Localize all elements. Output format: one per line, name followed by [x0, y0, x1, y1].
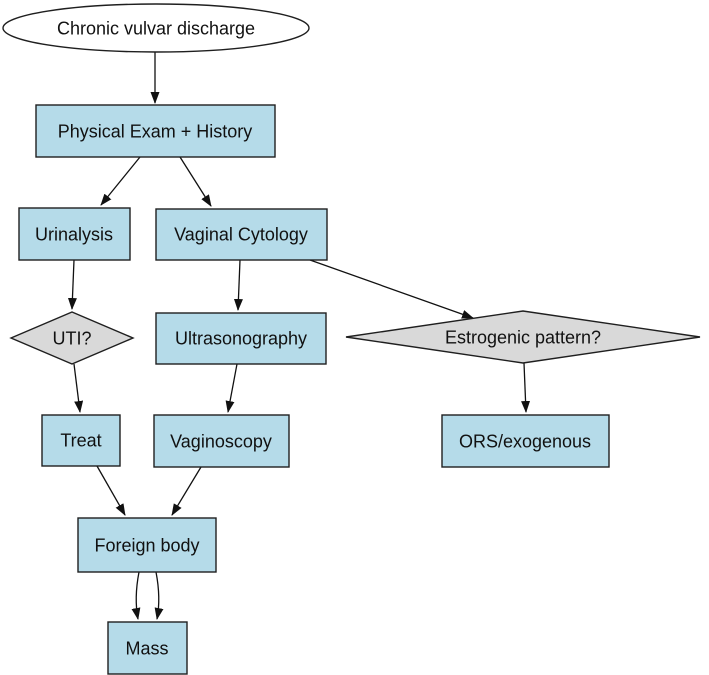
node-urinalysis-label: Urinalysis	[35, 224, 113, 244]
edge-vaginoscopy-foreign-body	[171, 466, 202, 516]
node-ors-label: ORS/exogenous	[459, 431, 591, 451]
edge-treat-foreign-body	[96, 465, 126, 516]
node-foreign-body: Foreign body	[77, 517, 217, 573]
node-estrogenic-label: Estrogenic pattern?	[445, 327, 601, 347]
node-cytology: Vaginal Cytology	[155, 208, 328, 261]
exam-box	[35, 104, 276, 158]
node-ultrasonography: Ultrasonography	[155, 312, 327, 365]
ultrasonography-box	[155, 312, 327, 365]
node-exam-label: Physical Exam + History	[58, 121, 253, 141]
edge-cytology-ultrasonography	[233, 259, 243, 311]
edges-layer	[67, 52, 531, 620]
urinalysis-box	[18, 207, 131, 261]
estrogenic-diamond	[345, 310, 701, 364]
edge-urinalysis-uti	[67, 259, 77, 310]
node-vaginoscopy-label: Vaginoscopy	[170, 431, 272, 451]
node-exam: Physical Exam + History	[35, 104, 276, 158]
node-start-label: Chronic vulvar discharge	[57, 18, 255, 38]
node-uti: UTI?	[9, 311, 135, 365]
node-treat: Treat	[41, 414, 121, 467]
edge-foreign-body-mass-2	[154, 571, 164, 620]
node-ors: ORS/exogenous	[441, 414, 610, 468]
start-ellipse	[2, 3, 310, 53]
edge-ultrasonography-vaginoscopy	[225, 363, 238, 413]
node-treat-label: Treat	[60, 430, 101, 450]
node-start: Chronic vulvar discharge	[2, 3, 310, 53]
vaginoscopy-box	[153, 414, 290, 468]
node-mass: Mass	[107, 621, 188, 675]
edge-uti-treat	[73, 363, 84, 413]
node-mass-label: Mass	[125, 638, 168, 658]
foreign-body-box	[77, 517, 217, 573]
node-ultrasonography-label: Ultrasonography	[175, 328, 307, 348]
edge-foreign-body-mass-1	[131, 571, 141, 620]
treat-box	[41, 414, 121, 467]
cytology-box	[155, 208, 328, 261]
edge-estrogenic-ors	[521, 362, 531, 413]
node-estrogenic: Estrogenic pattern?	[345, 310, 701, 364]
node-foreign-body-label: Foreign body	[94, 535, 199, 555]
edge-exam-urinalysis	[100, 156, 141, 206]
edge-cytology-estrogenic	[309, 259, 474, 319]
mass-box	[107, 621, 188, 675]
node-urinalysis: Urinalysis	[18, 207, 131, 261]
node-vaginoscopy: Vaginoscopy	[153, 414, 290, 468]
uti-diamond	[9, 311, 135, 365]
node-cytology-label: Vaginal Cytology	[174, 224, 308, 244]
node-uti-label: UTI?	[52, 328, 91, 348]
edge-exam-cytology	[179, 156, 212, 207]
ors-box	[441, 414, 610, 468]
